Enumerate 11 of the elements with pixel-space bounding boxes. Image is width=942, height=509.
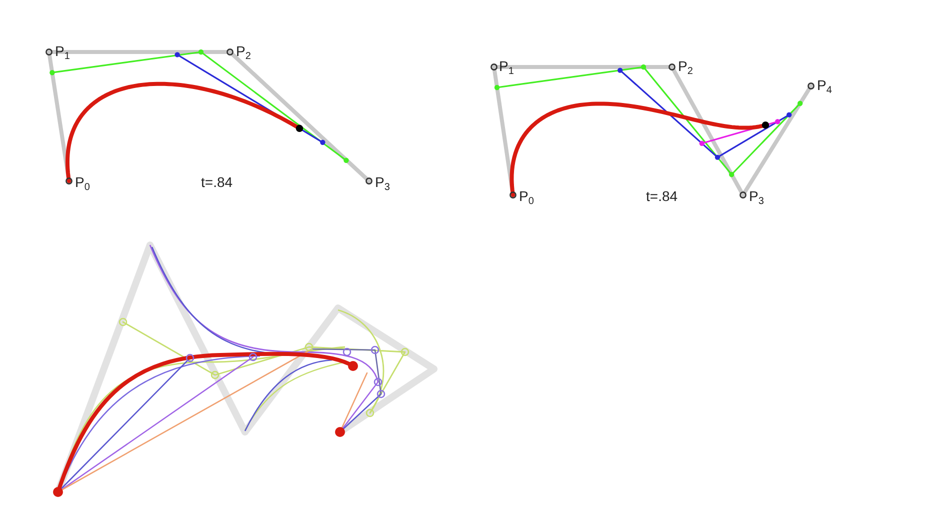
point-label: P$_{2}$ — [236, 43, 251, 59]
point-label: P$_{4}$ — [817, 77, 832, 93]
parameter-label: t=.84 — [646, 188, 678, 204]
point-label: P$_{2}$ — [678, 58, 693, 74]
point-label: P$_{3}$ — [375, 174, 390, 190]
point-label: P$_{1}$ — [55, 43, 70, 59]
point-label: P$_{0}$ — [75, 174, 90, 190]
parameter-label: t=.84 — [201, 174, 233, 190]
point-label: P$_{1}$ — [499, 58, 514, 74]
point-label: P$_{3}$ — [749, 188, 764, 204]
point-label: P$_{0}$ — [519, 188, 534, 204]
